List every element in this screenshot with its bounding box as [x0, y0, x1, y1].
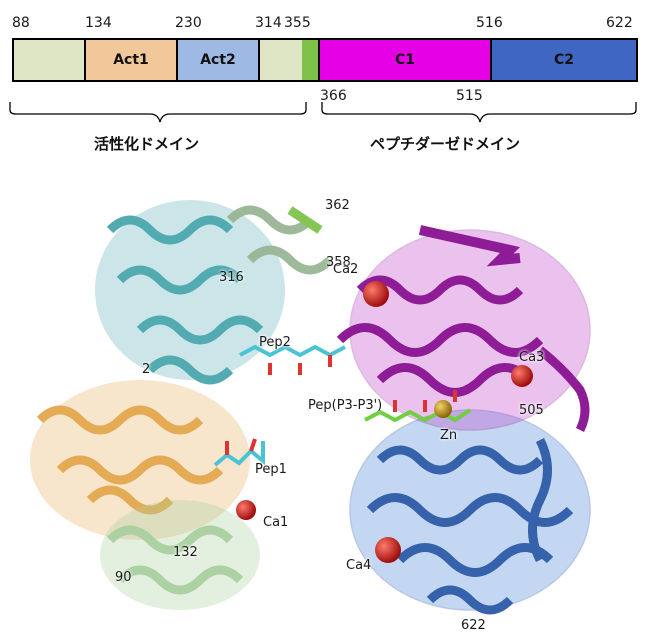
residue-366: 366 [320, 88, 347, 104]
residue-516: 516 [476, 15, 503, 31]
zn-sphere [434, 400, 452, 418]
pep-substrate-sticks [364, 390, 472, 423]
residue-230: 230 [175, 15, 202, 31]
pep1-sticks [213, 438, 265, 467]
n-terminal-ribbon [100, 500, 260, 610]
segment-act1: Act1 [86, 40, 178, 80]
protein-structure [30, 200, 591, 615]
segment-c2: C2 [492, 40, 636, 80]
label-2xx: 2 [142, 362, 151, 377]
act1-ribbon [30, 380, 250, 540]
activation-brace [9, 102, 307, 123]
peptidase-domain-label: ペプチダーゼドメイン [370, 135, 521, 153]
label-pep: Pep(P3-P3') [308, 398, 383, 413]
pep2-sticks [239, 344, 346, 375]
domain-braces [9, 102, 637, 123]
linker-ribbon [226, 205, 334, 275]
residue-88: 88 [12, 15, 30, 31]
activation-domain-label: 活性化ドメイン [94, 135, 200, 153]
label-zn: Zn [440, 428, 458, 443]
segment-314-355 [260, 40, 302, 80]
residue-134: 134 [85, 15, 112, 31]
label-132: 132 [173, 545, 198, 560]
segment-c1: C1 [320, 40, 492, 80]
c2-domain-ribbon [349, 409, 591, 615]
residue-314: 314 [255, 15, 282, 31]
label-ca4: Ca4 [346, 558, 372, 573]
label-90: 90 [115, 570, 132, 585]
label-ca3: Ca3 [519, 350, 545, 365]
ca2-sphere [363, 281, 389, 307]
activation-domain-bar: Act1 Act2 [12, 38, 302, 82]
peptidase-brace [321, 102, 637, 123]
segment-88-134 [14, 40, 86, 80]
segment-act2: Act2 [178, 40, 260, 80]
label-358: 358 [326, 255, 351, 270]
label-505: 505 [519, 403, 544, 418]
label-362: 362 [325, 198, 350, 213]
residue-622: 622 [606, 15, 633, 31]
label-ca2: Ca2 [333, 262, 359, 277]
label-pep1: Pep1 [255, 462, 287, 477]
peptidase-domain-bar: C1 C2 [318, 38, 638, 82]
label-316: 316 [219, 270, 244, 285]
ca3-sphere [511, 365, 533, 387]
label-pep2: Pep2 [259, 335, 291, 350]
residue-355: 355 [284, 15, 311, 31]
ca4-sphere [375, 537, 401, 563]
ca1-sphere [236, 500, 256, 520]
residue-515: 515 [456, 88, 483, 104]
act2-ribbon [95, 200, 285, 385]
label-ca1: Ca1 [263, 515, 289, 530]
label-622: 622 [461, 618, 486, 633]
